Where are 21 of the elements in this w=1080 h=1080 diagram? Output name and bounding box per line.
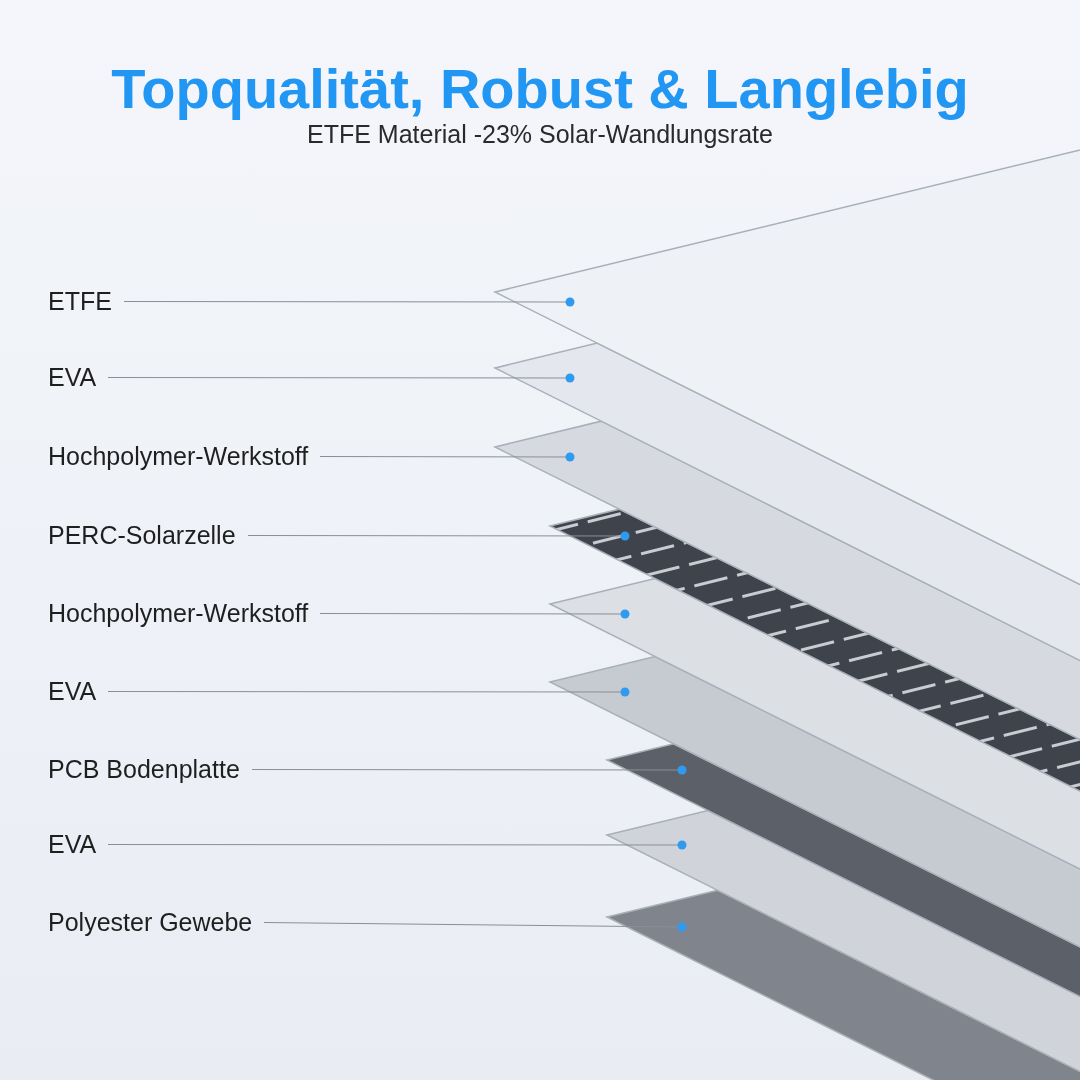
layer-label: Polyester Gewebe (48, 908, 253, 937)
leader-line (263, 922, 687, 932)
leader-line (107, 687, 630, 697)
layer-label: PCB Bodenplatte (48, 755, 240, 784)
title: Topqualität, Robust & Langlebig (110, 56, 970, 121)
layer-label: PERC-Solarzelle (48, 521, 236, 550)
layer-label: Hochpolymer-Werkstoff (48, 442, 309, 471)
leader-line (319, 452, 575, 462)
fabric-layer (604, 889, 1080, 1080)
leader-line (107, 373, 575, 383)
layer-label: EVA (48, 830, 97, 859)
leader-line (107, 840, 687, 850)
leader-line (319, 609, 630, 619)
subtitle: ETFE Material -23% Solar-Wandlungsrate (306, 120, 774, 149)
leader-line (247, 531, 630, 541)
layer-label: Hochpolymer-Werkstoff (48, 599, 309, 628)
leader-line (251, 765, 687, 775)
layer-label: EVA (48, 677, 97, 706)
layer-label: EVA (48, 363, 97, 392)
leader-line (123, 297, 575, 307)
layer-label: ETFE (48, 287, 112, 316)
